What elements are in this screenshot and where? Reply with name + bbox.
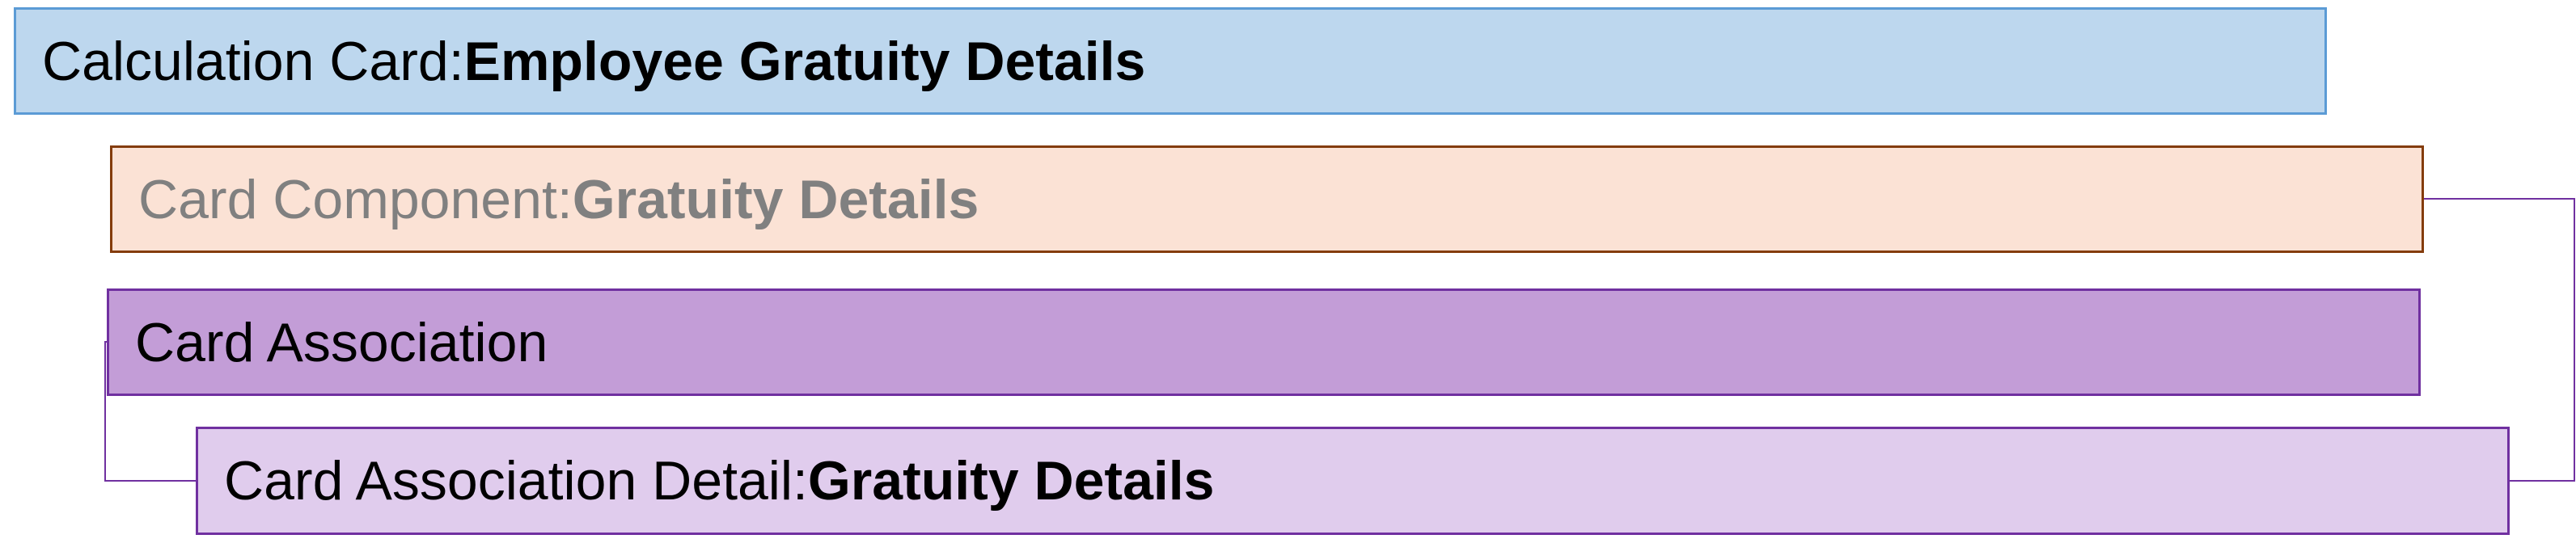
card-association-detail-box: Card Association Detail: Gratuity Detail… — [196, 427, 2510, 535]
card-component-box: Card Component: Gratuity Details — [110, 145, 2424, 253]
calculation-card-box: Calculation Card: Employee Gratuity Deta… — [14, 7, 2327, 115]
card-association-label: Card Association — [135, 311, 548, 373]
card-association-detail-name: Gratuity Details — [807, 450, 1215, 512]
card-association-box: Card Association — [107, 288, 2421, 396]
card-component-prefix: Card Component: — [138, 168, 573, 230]
card-association-detail-prefix: Card Association Detail: — [224, 450, 808, 512]
card-component-name: Gratuity Details — [572, 168, 979, 230]
connector-component-to-detail — [2424, 198, 2575, 482]
calculation-card-name: Employee Gratuity Details — [463, 30, 1146, 92]
connector-association-to-detail — [104, 341, 196, 482]
calculation-card-prefix: Calculation Card: — [42, 30, 464, 92]
